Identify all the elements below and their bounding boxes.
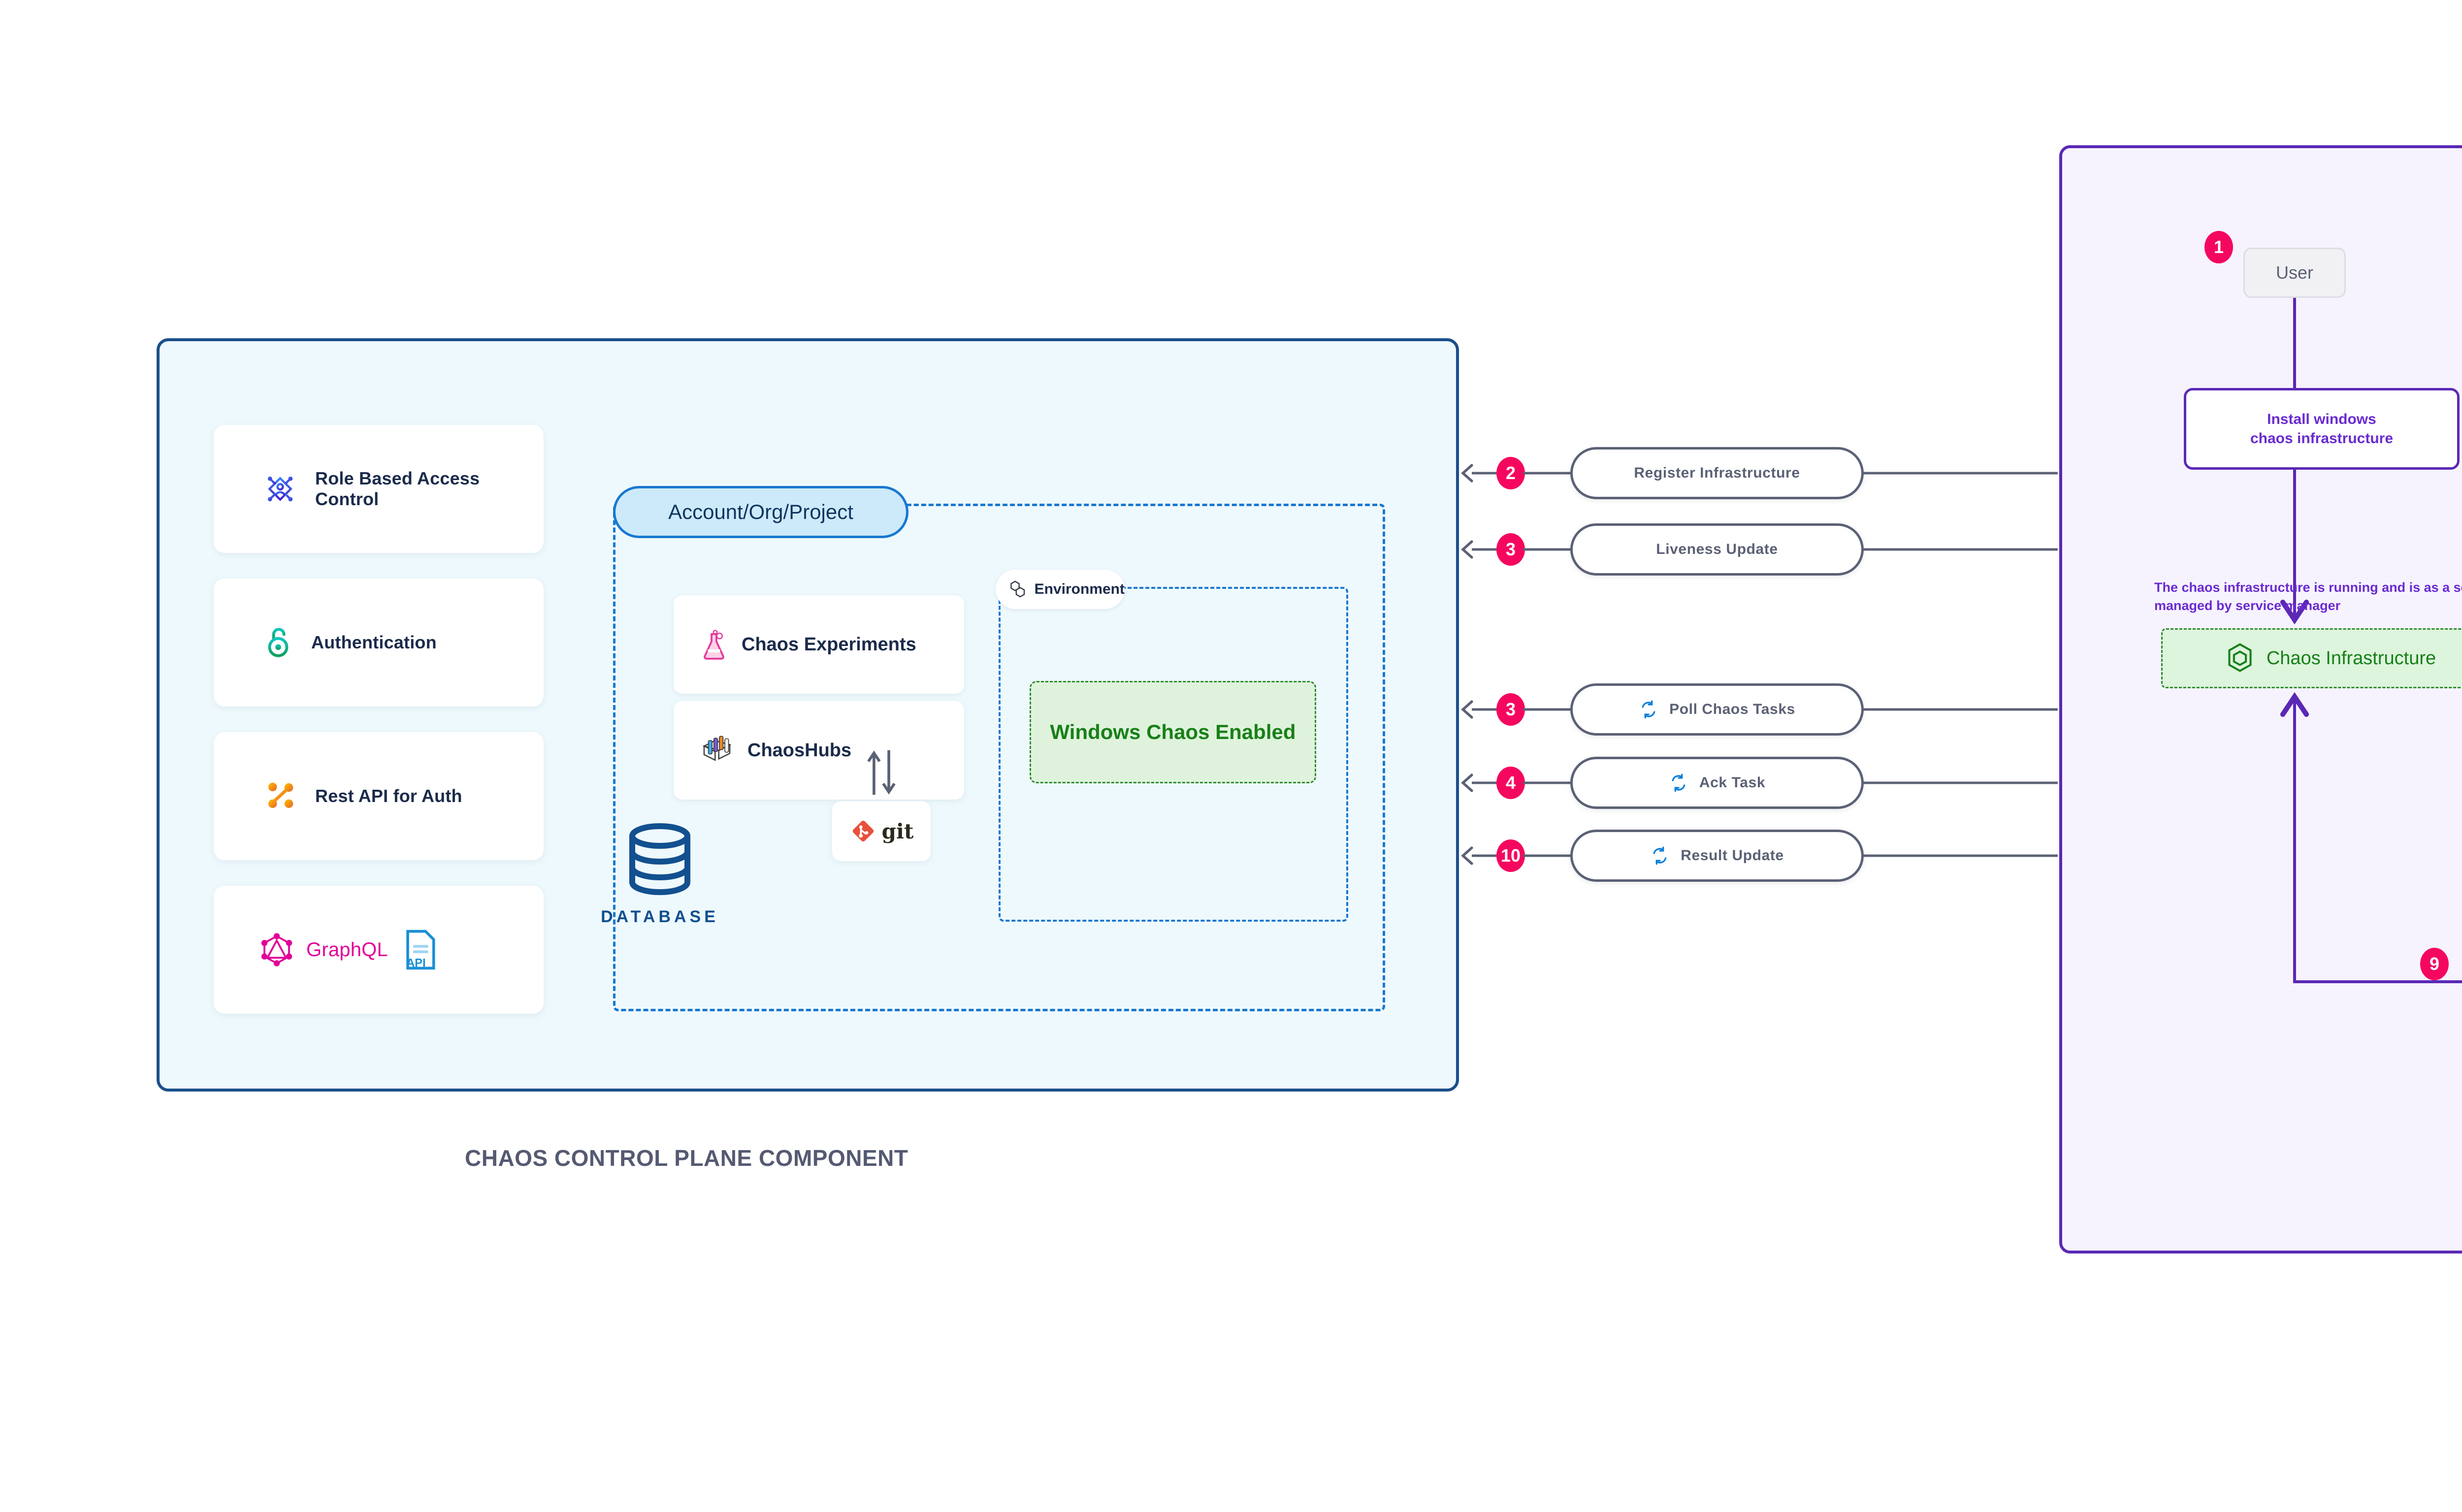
- git-icon: [852, 820, 874, 842]
- arrow-left-icon: [1461, 846, 1473, 865]
- connector-line-left: [1472, 854, 1508, 857]
- node-chaos-infrastructure-label: Chaos Infrastructure: [2266, 647, 2436, 669]
- connector-pill[interactable]: Poll Chaos Tasks: [1570, 683, 1864, 736]
- connector-line-mid: [1523, 781, 1574, 784]
- note-chaos-infrastructure-service: The chaos infrastructure is running and …: [2154, 580, 2462, 613]
- step-badge: 10: [1496, 839, 1525, 872]
- environment-region: [999, 587, 1348, 922]
- feature-card-label: Role Based Access Control: [315, 468, 480, 509]
- connector-pill[interactable]: Liveness Update: [1570, 523, 1864, 576]
- connector-line-right: [1862, 548, 2058, 551]
- rest-api-icon: [268, 782, 293, 808]
- connector-ack-task: 4 Ack Task: [1459, 757, 2060, 809]
- arrow-left-icon: [1461, 700, 1473, 719]
- node-install-windows-chaos-infrastructure[interactable]: Install windows chaos infrastructure: [2184, 388, 2460, 470]
- scope-item-chaoshubs[interactable]: ChaosHubs: [674, 701, 964, 800]
- feature-card-graphql[interactable]: GraphQL API: [214, 886, 544, 1014]
- account-org-project-chip[interactable]: Account/Org/Project: [613, 486, 908, 538]
- sync-icon: [1642, 700, 1655, 719]
- connector-line-mid: [1523, 854, 1574, 857]
- sync-arrows-icon: [867, 750, 896, 795]
- lock-icon: [268, 628, 289, 657]
- step-badge-9: 9: [2420, 948, 2449, 980]
- test-tube-rack-icon: [702, 736, 732, 761]
- chaos-execution-plane-panel: [2059, 145, 2462, 1254]
- account-org-project-region: [613, 504, 1385, 1011]
- scope-item-label: ChaosHubs: [747, 740, 852, 761]
- rbac-icon: [267, 476, 293, 502]
- hexagons-icon: [1010, 580, 1025, 598]
- git-label: git: [881, 819, 914, 843]
- connector-label: Result Update: [1681, 847, 1784, 864]
- scope-item-label: Chaos Experiments: [742, 634, 916, 655]
- step-badge: 2: [1496, 457, 1525, 489]
- node-user[interactable]: User: [2243, 248, 2346, 298]
- sync-icon: [1672, 773, 1685, 792]
- connector-pill[interactable]: Ack Task: [1570, 757, 1864, 809]
- connector-liveness-update: 3 Liveness Update: [1459, 523, 2060, 576]
- api-label: API: [406, 957, 425, 969]
- step-badge: 4: [1496, 767, 1525, 799]
- git-repository-card[interactable]: git: [832, 801, 931, 861]
- feature-card-label: Authentication: [311, 632, 437, 652]
- connector-register-infrastructure: 2 Register Infrastructure: [1459, 447, 2060, 499]
- connector-label: Liveness Update: [1656, 541, 1778, 557]
- hexagon-node-icon: [2228, 643, 2252, 672]
- connector-pill[interactable]: Result Update: [1570, 830, 1864, 882]
- feature-card-label: Rest API for Auth: [315, 786, 462, 806]
- connector-poll-chaos-tasks: 3 Poll Chaos Tasks: [1459, 683, 2060, 736]
- connector-result-update: 10 Result Update: [1459, 830, 2060, 882]
- step-badge-1: 1: [2204, 231, 2233, 263]
- step-badge: 3: [1496, 693, 1525, 726]
- feature-card-rest-api[interactable]: Rest API for Auth: [214, 732, 544, 860]
- connector-line-left: [1472, 472, 1508, 475]
- graphql-label: GraphQL: [306, 938, 388, 961]
- environment-chip-label: Environment: [1034, 581, 1125, 597]
- arrow-left-icon: [1461, 464, 1473, 483]
- connector-label: Ack Task: [1699, 774, 1766, 791]
- feature-card-authentication[interactable]: Authentication: [214, 579, 544, 707]
- database-group: DATABASE: [591, 822, 729, 927]
- database-icon: [629, 823, 690, 895]
- control-plane-caption: CHAOS CONTROL PLANE COMPONENT: [465, 1145, 908, 1171]
- flask-icon: [704, 630, 724, 660]
- node-chaos-infrastructure[interactable]: Chaos Infrastructure: [2161, 628, 2462, 688]
- connector-line-right: [1862, 472, 2058, 475]
- scope-item-chaos-experiments[interactable]: Chaos Experiments: [674, 595, 964, 694]
- windows-chaos-status: Windows Chaos Enabled: [1030, 681, 1316, 783]
- connector-line-right: [1862, 854, 2058, 857]
- connector-line-mid: [1523, 472, 1574, 475]
- connector-label: Register Infrastructure: [1634, 465, 1800, 481]
- connector-line-left: [1472, 548, 1508, 551]
- api-document-icon: API: [406, 930, 435, 970]
- control-plane-feature-card-list: Role Based Access Control Authentication: [214, 425, 544, 1039]
- arrow-left-icon: [1461, 540, 1473, 559]
- sync-icon: [1653, 846, 1667, 865]
- connector-pill[interactable]: Register Infrastructure: [1570, 447, 1864, 499]
- feature-card-rbac[interactable]: Role Based Access Control: [214, 425, 544, 553]
- connector-line-right: [1862, 781, 2058, 784]
- database-label: DATABASE: [601, 907, 719, 926]
- connector-line-mid: [1523, 548, 1574, 551]
- connector-line-mid: [1523, 708, 1574, 711]
- connector-line-right: [1862, 708, 2058, 711]
- connector-line-left: [1472, 781, 1508, 784]
- arrow-left-icon: [1461, 773, 1473, 792]
- graphql-icon: [261, 933, 292, 966]
- environment-chip[interactable]: Environment: [996, 570, 1125, 609]
- step-badge: 3: [1496, 533, 1525, 566]
- connector-label: Poll Chaos Tasks: [1669, 701, 1795, 717]
- connector-line-left: [1472, 708, 1508, 711]
